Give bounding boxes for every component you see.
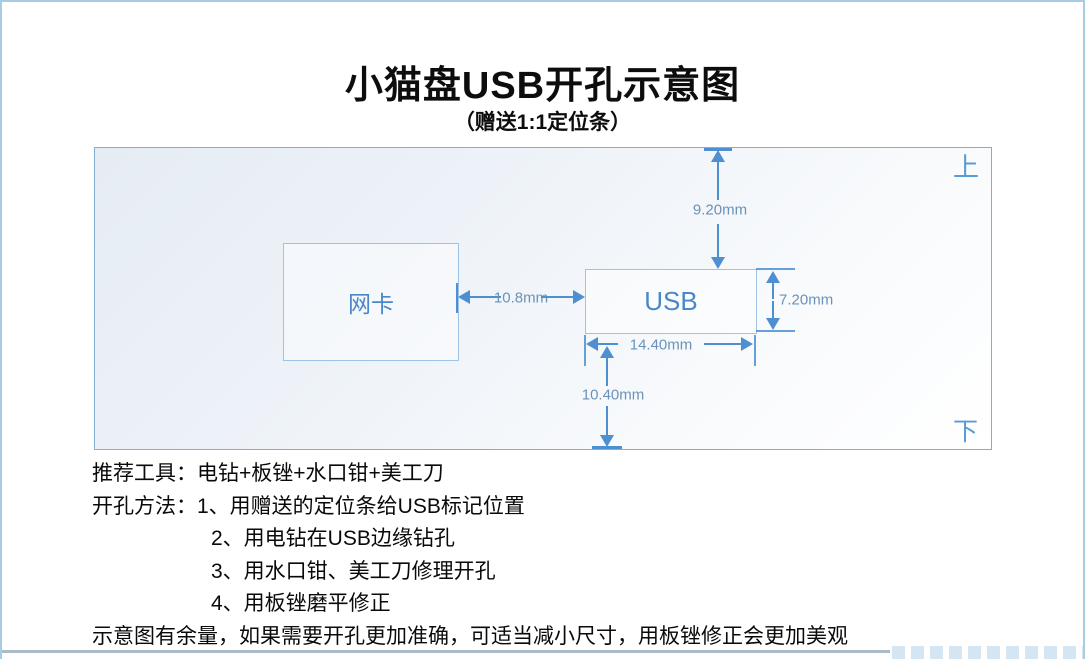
method-step-2: 2、用电钻在USB边缘钻孔 [211,527,455,550]
bottom-divider [2,650,890,653]
orientation-bottom-label: 下 [953,418,979,446]
nic-box-label: 网卡 [348,291,394,317]
dim-arrowhead-down-icon [766,318,780,330]
notes-block: 推荐工具：电钻+板锉+水口钳+美工刀 开孔方法：1、用赠送的定位条给USB标记位… [92,458,1072,653]
dim-line [606,406,608,435]
page-subtitle: （赠送1:1定位条） [453,111,632,134]
dim-arrowhead-down-icon [600,435,614,447]
extension-line [756,268,795,270]
dim-arrowhead-up-icon [711,150,725,162]
method-label: 开孔方法： [92,494,197,518]
dim-line [717,224,719,258]
method-step-3: 3、用水口钳、美工刀修理开孔 [211,559,496,583]
extension-line [584,335,586,366]
tools-line: 推荐工具：电钻+板锉+水口钳+美工刀 [92,462,444,485]
dim-label-bottom-offset: 10.40mm [581,386,645,404]
usb-box: USB [585,269,757,334]
remark-line: 示意图有余量，如果需要开孔更加准确，可适当减小尺寸，用板锉修正会更加美观 [92,624,848,648]
dim-label-top-offset: 9.20mm [692,201,748,219]
dim-arrowhead-left-icon [458,290,470,304]
orientation-top-label: 上 [953,152,980,182]
dim-arrowhead-right-icon [741,337,753,351]
dim-line [772,301,774,319]
dim-line [598,343,618,345]
dim-arrowhead-up-icon [600,346,614,358]
dim-arrowhead-down-icon [711,257,725,269]
page-title: 小猫盘USB开孔示意图 [344,65,741,107]
dim-line [772,283,774,299]
dim-arrowhead-up-icon [766,271,780,283]
method-step-1: 1、用赠送的定位条给USB标记位置 [197,494,525,518]
dim-line [704,343,742,345]
dim-line [541,296,573,298]
method-step-4: 4、用板锉磨平修正 [211,592,391,615]
dim-label-usb-width: 14.40mm [629,336,693,354]
dim-line [470,296,501,298]
extension-line [754,335,756,366]
dim-tick [456,283,458,313]
diagram-panel: 上 下 网卡 USB 9.20mm 10.8mm [94,147,992,450]
nic-box: 网卡 [283,243,459,361]
dim-arrowhead-right-icon [573,290,585,304]
extension-line [756,330,795,332]
dim-line [717,162,719,200]
watermark-fragment [892,646,1083,659]
dim-label-nic-usb-gap: 10.8mm [493,289,549,307]
usb-box-label: USB [644,286,698,316]
dim-tick [704,148,732,151]
dim-line [606,358,608,386]
dim-label-usb-height: 7.20mm [779,291,834,309]
dim-arrowhead-left-icon [586,337,598,351]
method-line: 开孔方法：1、用赠送的定位条给USB标记位置 [92,491,1072,524]
dim-tick [592,446,622,449]
